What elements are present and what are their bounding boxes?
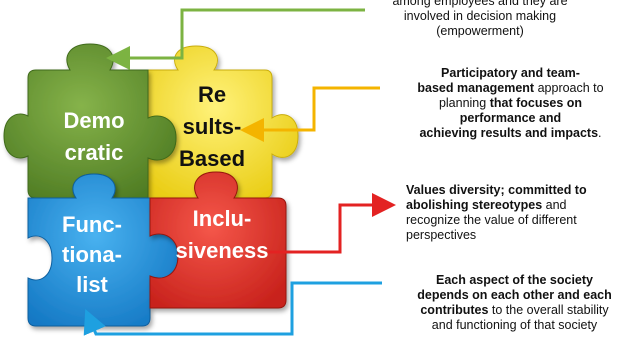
note-text: and (542, 198, 567, 212)
note-line: among employees and they are (330, 0, 630, 9)
label-functionalist: list (76, 272, 108, 297)
note-line: Participatory and team- (388, 66, 633, 81)
note-text: to the overall stability (488, 303, 609, 317)
note-text: depends on each other and each (417, 288, 612, 302)
arrow-results-based (240, 86, 380, 142)
note-line: performance and (388, 111, 633, 126)
label-functionalist: Func- (62, 212, 122, 237)
note-text: Values diversity; committed to (406, 183, 587, 197)
label-functionalist: tiona- (62, 242, 122, 267)
note-text: Participatory and team- (441, 66, 580, 80)
note-line: planning that focuses on (388, 96, 633, 111)
note-line: recognize the value of different (406, 213, 631, 228)
note-line: involved in decision making (330, 9, 630, 24)
label-inclusiveness: siveness (176, 238, 269, 263)
note-text: involved in decision making (403, 9, 557, 23)
note-text: Each aspect of the society (435, 273, 593, 287)
note-text: performance and (459, 111, 562, 125)
note-line: and functioning of that society (392, 318, 637, 333)
arrow-inclusiveness (268, 193, 396, 254)
note-line: depends on each other and each (392, 288, 637, 303)
note-text: (empowerment) (436, 24, 524, 38)
note-text: . (598, 126, 602, 140)
note-text: contributes (420, 303, 489, 317)
label-democratic: cratic (65, 140, 124, 165)
label-democratic: Demo (63, 108, 124, 133)
note-line: achieving results and impacts. (388, 126, 633, 141)
note-line: Each aspect of the society (392, 273, 637, 288)
note-line: perspectives (406, 228, 631, 243)
label-inclusiveness: Inclu- (193, 206, 252, 231)
note-line: based management approach to (388, 81, 633, 96)
note-text: recognize the value of different (406, 213, 577, 227)
note-line: Values diversity; committed to (406, 183, 631, 198)
note-text: approach to (534, 81, 604, 95)
arrow-functionalist (83, 281, 382, 336)
note-line: (empowerment) (330, 24, 630, 39)
note-text: abolishing stereotypes (406, 198, 543, 212)
note-line: contributes to the overall stability (392, 303, 637, 318)
note-results-based: Participatory and team-based management … (388, 66, 633, 141)
note-text: perspectives (406, 228, 477, 242)
note-text: based management (417, 81, 535, 95)
note-text: and functioning of that society (431, 318, 598, 332)
arrow-democratic (106, 8, 365, 70)
label-results-based: Based (179, 146, 245, 171)
label-results-based: sults- (183, 114, 242, 139)
puzzle-piece-inclusiveness (149, 171, 287, 309)
note-line: abolishing stereotypes and (406, 198, 631, 213)
note-text: achieving results and impacts (419, 126, 599, 140)
note-text: that focuses on (489, 96, 583, 110)
label-results-based: Re (198, 82, 226, 107)
note-text: among employees and they are (392, 0, 568, 8)
note-text: planning (438, 96, 490, 110)
